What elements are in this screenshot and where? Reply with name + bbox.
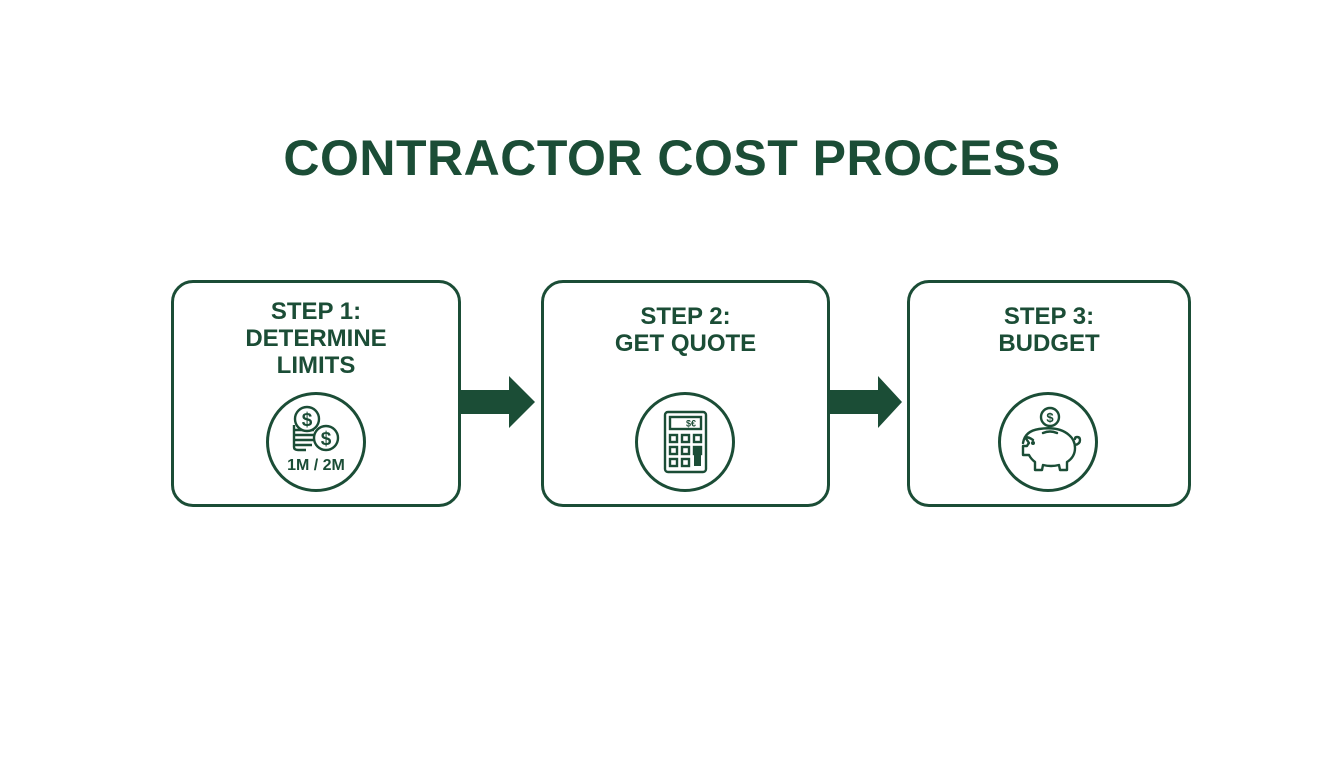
svg-text:$: $ bbox=[302, 410, 313, 431]
stacked-coins-icon: $ $ 1M / 2M bbox=[266, 392, 366, 492]
step-1-label: STEP 1: DETERMINE LIMITS bbox=[174, 298, 458, 379]
step-3-label-line: STEP 3: bbox=[1003, 303, 1095, 330]
step-3-label-line: BUDGET bbox=[998, 330, 1100, 357]
step-2-label-line: STEP 2: bbox=[640, 303, 731, 330]
right-arrow-icon bbox=[459, 376, 537, 428]
piggy-bank-icon: $ bbox=[998, 392, 1098, 492]
calculator-display-text: $€ bbox=[686, 419, 696, 429]
svg-text:$: $ bbox=[321, 429, 332, 450]
coin-symbol: $ bbox=[1046, 410, 1054, 425]
step-3-label: STEP 3: BUDGET bbox=[910, 303, 1188, 357]
step-3-box: STEP 3: BUDGET $ bbox=[907, 280, 1191, 507]
diagram-title: CONTRACTOR COST PROCESS bbox=[283, 130, 1061, 186]
step-1-box: STEP 1: DETERMINE LIMITS $ bbox=[171, 280, 461, 507]
coins-graphic: $ $ bbox=[292, 405, 340, 452]
step-1-label-line: DETERMINE bbox=[245, 325, 387, 352]
calculator-graphic: $€ bbox=[663, 410, 708, 474]
right-arrow-icon bbox=[828, 376, 906, 428]
step-2-label-line: GET QUOTE bbox=[614, 330, 757, 357]
step-1-label-line: LIMITS bbox=[276, 352, 356, 379]
limits-value: 1M / 2M bbox=[287, 457, 345, 474]
step-2-box: STEP 2: GET QUOTE $€ bbox=[541, 280, 830, 507]
calculator-icon: $€ bbox=[635, 392, 735, 492]
step-1-label-line: STEP 1: bbox=[270, 298, 362, 325]
piggy-bank-graphic: $ bbox=[1021, 406, 1082, 472]
step-2-label: STEP 2: GET QUOTE bbox=[544, 303, 827, 357]
